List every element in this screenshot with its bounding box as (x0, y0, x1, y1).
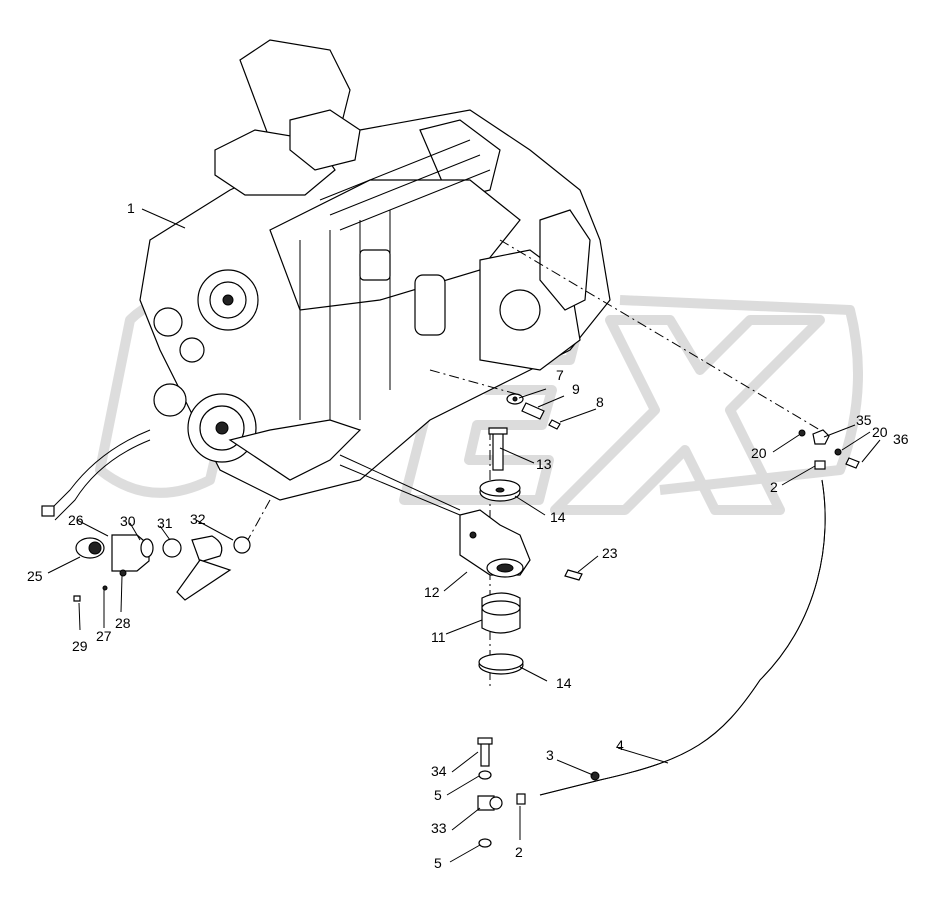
callout-4: 4 (616, 737, 624, 753)
engine-mount-stack (459, 427, 583, 675)
callout-26: 26 (68, 512, 84, 528)
callout-14: 14 (550, 509, 566, 525)
banjo-fitting-group (477, 737, 526, 848)
callout-25: 25 (27, 568, 43, 584)
callout-11: 11 (431, 629, 446, 645)
callout-35: 35 (856, 412, 872, 428)
thermostat-group (73, 534, 251, 602)
callout-20: 20 (751, 445, 767, 461)
callout-9: 9 (572, 381, 580, 397)
callout-31: 31 (157, 515, 173, 531)
fittings-top-right (798, 429, 860, 470)
callout-12: 12 (424, 584, 440, 600)
callout-14: 14 (556, 675, 572, 691)
callout-2: 2 (515, 844, 523, 860)
callout-20: 20 (872, 424, 888, 440)
callout-5: 5 (434, 855, 442, 871)
callout-23: 23 (602, 545, 618, 561)
callout-34: 34 (431, 763, 447, 779)
callout-7: 7 (556, 367, 564, 383)
callout-29: 29 (72, 638, 88, 654)
hose-line (539, 479, 826, 796)
engine-assembly (41, 39, 611, 521)
callout-27: 27 (96, 628, 112, 644)
callout-labels: 1 2 2 3 4 5 5 7 8 9 11 12 13 14 14 20 20… (27, 200, 909, 871)
callout-13: 13 (536, 456, 552, 472)
callout-36: 36 (893, 431, 909, 447)
callout-8: 8 (596, 394, 604, 410)
callout-1: 1 (127, 200, 135, 216)
callout-2: 2 (770, 479, 778, 495)
callout-32: 32 (190, 511, 206, 527)
callout-28: 28 (115, 615, 131, 631)
leader-lines (47, 208, 881, 863)
callout-33: 33 (431, 820, 447, 836)
bolt-fittings-7-9 (506, 393, 561, 430)
callout-3: 3 (546, 747, 554, 763)
callout-5: 5 (434, 787, 442, 803)
callout-30: 30 (120, 513, 136, 529)
